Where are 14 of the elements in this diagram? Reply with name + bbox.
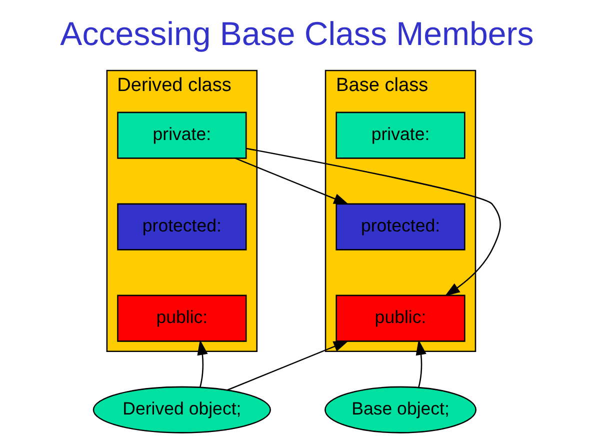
node-ellipse: Derived object;	[92, 386, 270, 434]
diagram-title: Accessing Base Class Members	[60, 16, 534, 53]
node-box: protected:	[335, 203, 465, 250]
node-box: public:	[116, 294, 246, 342]
arrow	[246, 148, 500, 296]
node-box: private:	[116, 112, 246, 159]
node-box: protected:	[116, 203, 246, 250]
node-ellipse: Base object;	[324, 386, 476, 434]
arrow	[234, 158, 348, 205]
node-box: public:	[335, 294, 465, 342]
arrow	[196, 340, 208, 388]
arrow	[415, 340, 426, 388]
arrow	[226, 340, 348, 391]
node-box: private:	[335, 112, 465, 159]
